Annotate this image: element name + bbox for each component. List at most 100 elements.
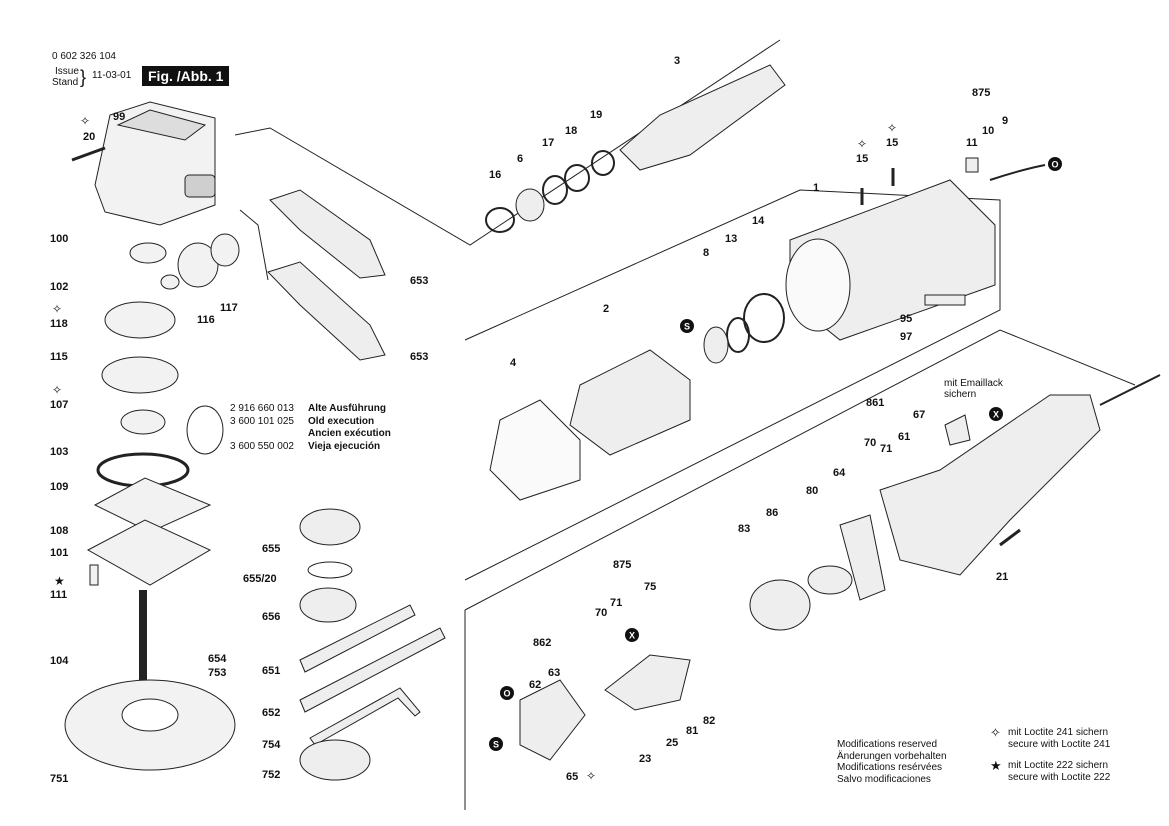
connector-s-lower-label: S	[493, 740, 499, 750]
capacitor-86	[749, 579, 811, 631]
loctite-241-mark-15a: ✧	[857, 137, 867, 151]
part-number-108: 108	[50, 525, 68, 537]
bearing-flange-107	[101, 356, 179, 394]
part-number-95: 95	[900, 313, 912, 325]
part-number-656: 656	[262, 611, 280, 623]
rear-handle	[879, 394, 1101, 576]
part-number-83: 83	[738, 523, 750, 535]
loctite-241-mark-15b: ✧	[887, 121, 897, 135]
connector-o-lower-label: O	[503, 689, 510, 699]
handle-switch-group	[519, 374, 1161, 761]
suppressor-80	[807, 565, 853, 595]
part-number-19: 19	[590, 109, 602, 121]
part-number-16: 16	[489, 169, 501, 181]
screw-20	[71, 146, 106, 162]
part-number-116: 116	[197, 314, 215, 326]
insulating-tube-4	[489, 399, 581, 501]
part-number-111: 111	[50, 589, 67, 601]
part-number-64: 64	[833, 467, 846, 479]
modifications-note: Modifications reserved Änderungen vorbeh…	[837, 739, 947, 785]
enamel-note-line-1: mit Emaillack	[944, 378, 1004, 389]
part-number-71-upper: 71	[880, 443, 892, 455]
modifications-es: Salvo modificaciones	[837, 773, 931, 785]
o-ring-655-20	[307, 561, 353, 579]
loctite-241-mark-107: ✧	[52, 383, 62, 397]
connector-x-upper-label: X	[993, 410, 999, 420]
part-number-9: 9	[1002, 115, 1008, 127]
flange-101	[86, 519, 212, 586]
side-handle-upper	[269, 189, 386, 279]
part-number-71-lower: 71	[610, 597, 622, 609]
bearing-117	[210, 233, 240, 267]
part-number-62: 62	[529, 679, 541, 691]
old-exec-number-1: 2 916 660 013	[230, 403, 294, 414]
loctite-241-mark-65: ✧	[586, 769, 596, 783]
part-number-117: 117	[220, 302, 238, 314]
part-number-70-upper: 70	[864, 437, 876, 449]
lever-67	[944, 414, 971, 446]
needle-bearing-102	[129, 242, 167, 264]
stand-label: Stand	[52, 77, 79, 88]
part-number-653-lower: 653	[410, 351, 428, 363]
part-number-107: 107	[50, 399, 68, 411]
part-number-102: 102	[50, 281, 68, 293]
solid-star-icon: ★	[990, 758, 1002, 773]
part-number-97: 97	[900, 331, 912, 343]
field-2	[569, 349, 691, 456]
figure-label: Fig. /Abb. 1	[142, 66, 230, 86]
part-number-118: 118	[50, 318, 68, 330]
old-exec-number-3: 3 600 550 002	[230, 440, 294, 452]
part-number-67: 67	[913, 409, 925, 421]
part-number-99: 99	[113, 111, 125, 123]
part-number-6: 6	[517, 153, 523, 165]
part-number-23: 23	[639, 753, 651, 765]
enamel-note: mit Emaillack sichern	[944, 378, 1004, 400]
gasket-108	[93, 477, 212, 533]
part-number-75: 75	[644, 581, 656, 593]
part-number-653-upper: 653	[410, 275, 428, 287]
part-number-109: 109	[50, 481, 68, 493]
part-number-655-20: 655/20	[243, 573, 277, 585]
connector-s-upper	[680, 319, 694, 333]
part-number-18: 18	[565, 125, 577, 137]
part-number-754: 754	[262, 739, 281, 751]
part-number-2: 2	[603, 303, 609, 315]
part-number-81: 81	[686, 725, 698, 737]
guard-collar-753	[121, 698, 179, 732]
part-number-4: 4	[510, 357, 517, 369]
part-number-101: 101	[50, 547, 68, 559]
spanner-651	[299, 604, 416, 673]
washer-17	[542, 175, 568, 205]
issue-date: 11-03-01	[92, 70, 132, 81]
part-number-13: 13	[725, 233, 737, 245]
modifications-fr: Modifications resérvées	[837, 762, 943, 773]
part-number-70-lower: 70	[595, 607, 607, 619]
screw-21	[999, 528, 1021, 547]
housing-thread-boss	[184, 174, 216, 198]
legend-loctite-222: ★ mit Loctite 222 sichern secure with Lo…	[990, 758, 1111, 783]
legend-loctite-241: ✧ mit Loctite 241 sichern secure with Lo…	[990, 725, 1111, 750]
part-number-82: 82	[703, 715, 715, 727]
clamping-nut-656	[299, 587, 357, 623]
part-number-10: 10	[982, 125, 994, 137]
part-number-861: 861	[866, 397, 884, 409]
part-number-115: 115	[50, 351, 68, 363]
part-number-65: 65	[566, 771, 578, 783]
part-number-86: 86	[766, 507, 778, 519]
ring-18	[564, 164, 590, 192]
enamel-note-line-2: sichern	[944, 389, 976, 400]
flange-655	[299, 508, 361, 546]
connector-o-upper	[1048, 157, 1062, 171]
circlip-19	[591, 150, 615, 176]
old-exec-label-4: Vieja ejecución	[308, 440, 381, 452]
part-number-655: 655	[262, 543, 280, 555]
issue-label: Issue	[55, 66, 79, 77]
part-callouts: 20 99 100 102 118 116 117 115 107 103 10…	[50, 55, 1008, 785]
switch-mount-62	[519, 679, 586, 761]
modifications-de: Änderungen vorbehalten	[837, 750, 947, 762]
part-number-8: 8	[703, 247, 709, 259]
side-handle-lower	[267, 261, 386, 361]
old-exec-label-2: Old execution	[308, 415, 375, 427]
